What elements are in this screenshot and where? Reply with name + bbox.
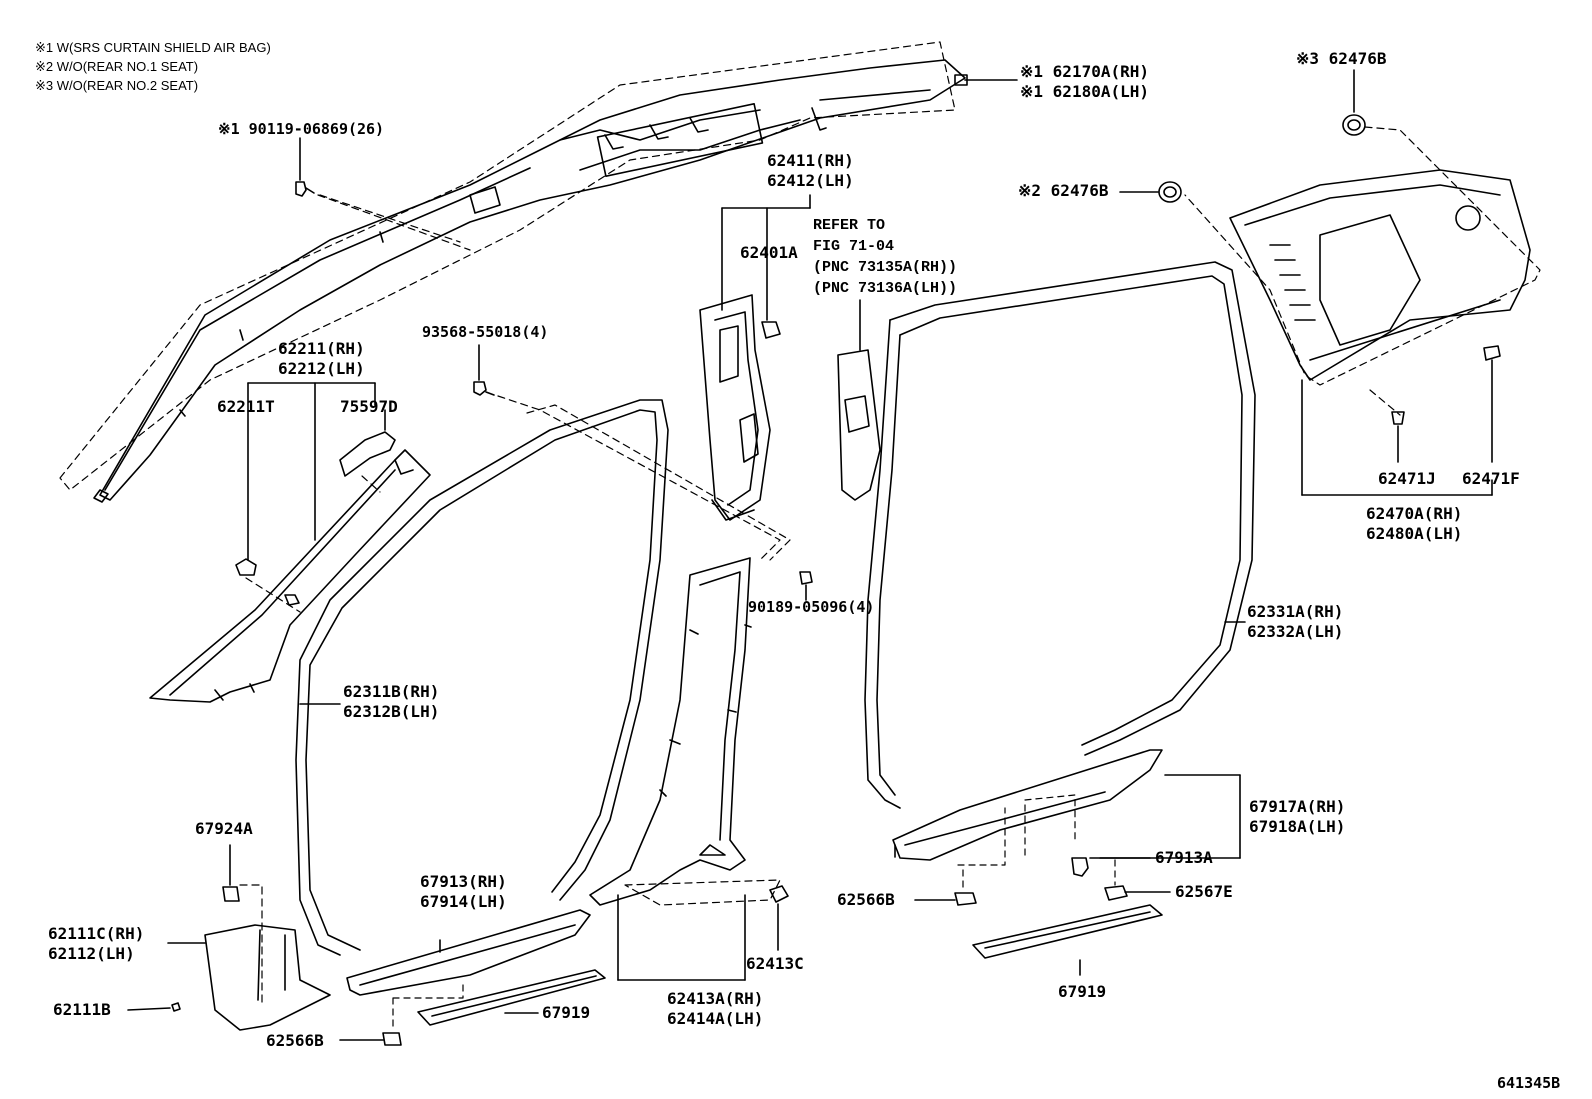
label-62412-lh[interactable]: 62412(LH) <box>767 171 854 190</box>
rear-scuff-dashes <box>957 794 1116 891</box>
note-2: ※2 W/O(REAR NO.1 SEAT) <box>35 59 199 74</box>
center-pillar-brackets <box>721 194 811 321</box>
clip-62413C-shape <box>769 885 789 951</box>
cap-62476B-top-shape <box>1342 69 1366 136</box>
clip-90189-shape <box>799 571 813 601</box>
label-67917A-rh[interactable]: 67917A(RH) <box>1249 797 1346 816</box>
clip-62567E-shape <box>1104 885 1171 901</box>
roof-side-garnish <box>93 59 966 503</box>
label-62411-rh[interactable]: 62411(RH) <box>767 151 854 170</box>
clip-62401A-shape <box>761 321 781 339</box>
label-62476B-top[interactable]: ※3 62476B <box>1296 49 1387 68</box>
label-62211T[interactable]: 62211T <box>217 397 275 416</box>
note-1: ※1 W(SRS CURTAIN SHIELD AIR BAG) <box>35 40 271 55</box>
label-62471F[interactable]: 62471F <box>1462 469 1520 488</box>
rear-quarter-dashed <box>1184 126 1541 416</box>
note-3: ※3 W/O(REAR NO.2 SEAT) <box>35 78 199 93</box>
label-62471J[interactable]: 62471J <box>1378 469 1436 488</box>
label-62111C-rh[interactable]: 62111C(RH) <box>48 924 145 943</box>
figure-number: 641345B <box>1497 1074 1561 1092</box>
refer-line-2: FIG 71-04 <box>813 238 895 255</box>
leader-62170A <box>954 74 1018 86</box>
label-62413C[interactable]: 62413C <box>746 954 804 973</box>
label-62480A-lh[interactable]: 62480A(LH) <box>1366 524 1463 543</box>
front-scuff-plate <box>346 909 591 996</box>
clip-75597D-shape <box>339 409 396 493</box>
clip-62471J-shape <box>1391 411 1405 463</box>
rear-scuff-brackets <box>1099 774 1241 859</box>
front-scuff-dashes <box>392 984 464 1031</box>
clip-67924A-shape <box>222 844 263 1006</box>
label-62566B-right[interactable]: 62566B <box>837 890 895 909</box>
clip-62211T-shape <box>235 558 301 613</box>
label-67914-lh[interactable]: 67914(LH) <box>420 892 507 911</box>
cap-62476B-mid-shape <box>1119 181 1182 203</box>
label-62414A-lh[interactable]: 62414A(LH) <box>667 1009 764 1028</box>
label-62476B-mid[interactable]: ※2 62476B <box>1018 181 1109 200</box>
label-62211-rh[interactable]: 62211(RH) <box>278 339 365 358</box>
label-67919-left[interactable]: 67919 <box>542 1003 591 1022</box>
label-67913-rh[interactable]: 67913(RH) <box>420 872 507 891</box>
label-62331A-rh[interactable]: 62331A(RH) <box>1247 602 1344 621</box>
label-62170A-rh[interactable]: ※1 62170A(RH) <box>1020 62 1149 81</box>
label-93568[interactable]: 93568-55018(4) <box>422 323 549 341</box>
refer-note: REFER TO FIG 71-04 (PNC 73135A(RH)) (PNC… <box>813 215 957 299</box>
label-90189[interactable]: 90189-05096(4) <box>748 598 875 616</box>
a-pillar-garnish <box>149 449 431 703</box>
refer-pillar <box>837 299 881 501</box>
label-62567E[interactable]: 62567E <box>1175 882 1233 901</box>
label-67924A[interactable]: 67924A <box>195 819 253 838</box>
rear-quarter-brackets <box>1301 379 1493 496</box>
clip-62566B-left-shape <box>339 1032 402 1046</box>
center-pillar-upper <box>699 294 771 521</box>
center-dashed-box <box>526 404 791 561</box>
refer-line-1: REFER TO <box>813 217 886 234</box>
center-pillar-lower-brackets <box>617 894 746 981</box>
clip-62566B-right-shape <box>914 892 977 906</box>
clip-62471F-shape <box>1483 345 1501 463</box>
clip-62111B-shape <box>127 1002 181 1012</box>
refer-line-4: (PNC 73136A(LH)) <box>813 280 958 297</box>
label-62212-lh[interactable]: 62212(LH) <box>278 359 365 378</box>
kick-panel <box>167 924 331 1031</box>
label-bolt-90119[interactable]: ※1 90119-06869(26) <box>218 120 385 138</box>
front-door-weatherstrip <box>295 399 669 956</box>
clip-67913A-shape <box>1071 857 1151 877</box>
refer-line-3: (PNC 73135A(RH)) <box>813 259 958 276</box>
rear-quarter-trim <box>1229 169 1531 381</box>
label-67913A[interactable]: 67913A <box>1155 848 1213 867</box>
label-62332A-lh[interactable]: 62332A(LH) <box>1247 622 1344 641</box>
label-67919-right[interactable]: 67919 <box>1058 982 1107 1001</box>
rear-plate-67919 <box>972 904 1163 976</box>
label-67918A-lh[interactable]: 67918A(LH) <box>1249 817 1346 836</box>
bolt-90119 <box>295 137 471 251</box>
label-62470A-rh[interactable]: 62470A(RH) <box>1366 504 1463 523</box>
roof-dashed-box <box>59 41 956 491</box>
label-62112-lh[interactable]: 62112(LH) <box>48 944 135 963</box>
rear-door-weatherstrip <box>864 261 1256 809</box>
rear-scuff-plate <box>892 749 1163 861</box>
label-75597D[interactable]: 75597D <box>340 397 398 416</box>
front-plate-67919 <box>417 969 606 1026</box>
label-62401A[interactable]: 62401A <box>740 243 798 262</box>
label-62413A-rh[interactable]: 62413A(RH) <box>667 989 764 1008</box>
label-62566B-left[interactable]: 62566B <box>266 1031 324 1050</box>
screw-93568 <box>473 344 781 561</box>
center-pillar-lower <box>589 557 781 906</box>
a-pillar-brackets <box>247 382 376 561</box>
label-62311B-rh[interactable]: 62311B(RH) <box>343 682 440 701</box>
label-62180A-lh[interactable]: ※1 62180A(LH) <box>1020 82 1149 101</box>
label-62312B-lh[interactable]: 62312B(LH) <box>343 702 440 721</box>
label-62111B[interactable]: 62111B <box>53 1000 111 1019</box>
